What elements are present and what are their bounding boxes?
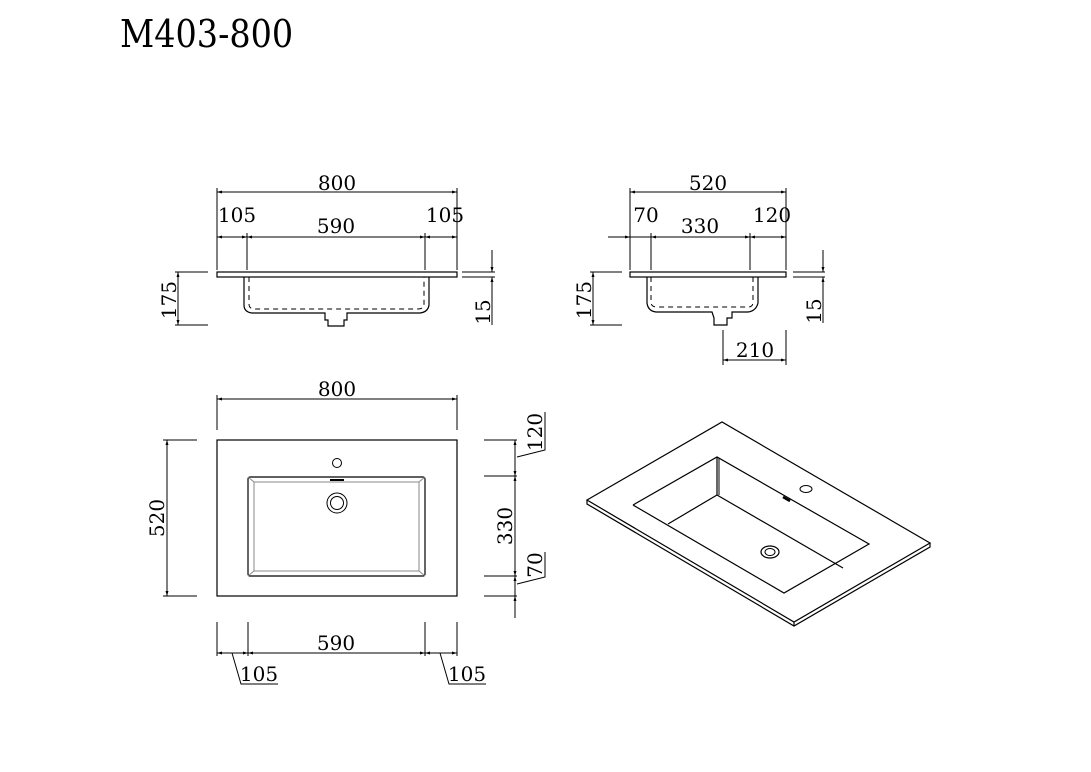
drawing-title: M403-800 [120, 12, 294, 56]
top-basin-depth: 330 [493, 507, 517, 545]
side-total-height: 175 [572, 281, 596, 319]
top-back-margin: 120 [523, 413, 547, 451]
top-front-margin: 70 [523, 552, 547, 577]
front-basin-width: 590 [317, 214, 355, 238]
top-left-margin: 105 [240, 662, 278, 686]
front-overall-width: 800 [318, 171, 356, 195]
side-overall-depth: 520 [689, 171, 727, 195]
top-view: 800 520 120 330 70 [145, 377, 547, 686]
faucet-hole [332, 458, 342, 468]
front-total-height: 175 [157, 281, 181, 319]
front-slab-thickness: 15 [471, 299, 495, 324]
side-basin-depth: 330 [681, 214, 719, 238]
top-basin-width: 590 [317, 631, 355, 655]
side-slab-thickness: 15 [802, 298, 826, 323]
side-front-margin: 70 [633, 203, 658, 227]
side-back-margin: 120 [753, 203, 791, 227]
iso-faucet-hole [799, 485, 813, 493]
top-overall-depth: 520 [145, 499, 169, 537]
top-overall-width: 800 [318, 377, 356, 401]
isometric-view [585, 421, 932, 627]
iso-drain [760, 545, 780, 559]
side-view: 520 70 330 120 175 15 210 [572, 171, 826, 365]
front-view: 800 105 590 105 175 15 [157, 171, 495, 327]
front-right-margin: 105 [426, 203, 464, 227]
front-left-margin: 105 [218, 203, 256, 227]
side-drain-offset: 210 [736, 338, 774, 362]
top-right-margin: 105 [448, 662, 486, 686]
drain-outer [326, 492, 348, 514]
